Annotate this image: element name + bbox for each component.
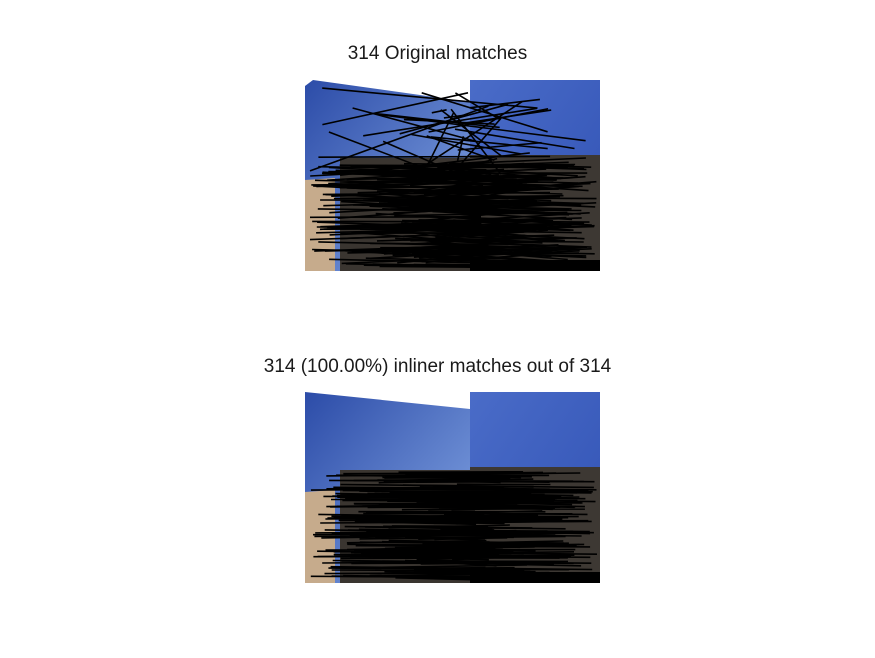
match-line	[365, 511, 588, 516]
match-line	[369, 222, 578, 228]
match-line	[322, 87, 538, 109]
match-line	[454, 128, 575, 150]
inlier-matches-image	[305, 392, 600, 583]
match-line	[336, 474, 522, 479]
match-line	[457, 141, 542, 151]
match-line	[322, 92, 469, 126]
match-line	[320, 217, 582, 228]
match-line	[396, 576, 537, 581]
match-line	[350, 163, 576, 168]
match-line	[435, 196, 597, 200]
match-line	[311, 182, 480, 186]
match-line	[384, 545, 477, 550]
match-line	[333, 551, 575, 556]
match-line	[370, 242, 520, 246]
match-line	[469, 98, 540, 109]
match-line	[353, 533, 556, 538]
match-line	[352, 107, 477, 143]
match-line	[322, 171, 527, 184]
match-line	[342, 199, 582, 207]
match-line	[363, 564, 528, 569]
match-line	[375, 490, 569, 495]
match-line	[416, 568, 510, 573]
match-line	[365, 257, 552, 264]
match-line	[356, 516, 552, 521]
match-line	[392, 252, 587, 264]
match-line	[312, 532, 533, 536]
match-line	[399, 226, 480, 230]
match-line	[364, 526, 493, 530]
match-line	[315, 248, 582, 252]
match-line	[454, 510, 543, 515]
match-lines	[309, 87, 597, 269]
match-line	[341, 200, 493, 211]
match-line	[431, 109, 447, 114]
match-line	[383, 478, 534, 482]
match-line	[411, 133, 521, 155]
match-line	[332, 495, 558, 500]
bottom-panel-title: 314 (100.00%) inliner matches out of 314	[263, 356, 612, 377]
match-line	[430, 136, 548, 150]
match-line	[309, 105, 489, 172]
match-line	[410, 237, 577, 242]
match-line	[402, 484, 534, 488]
match-line	[399, 103, 509, 135]
match-line	[448, 157, 586, 165]
original-matches-panel	[305, 80, 600, 271]
match-line	[438, 504, 575, 509]
match-line	[344, 249, 526, 264]
match-line	[421, 476, 477, 479]
match-line	[420, 562, 519, 565]
match-line	[309, 231, 525, 241]
match-line	[428, 108, 549, 133]
inlier-matches-panel	[305, 392, 600, 583]
match-line	[406, 182, 591, 193]
match-line	[401, 574, 582, 579]
match-line	[410, 197, 584, 205]
match-line	[343, 472, 483, 475]
match-line	[397, 498, 596, 503]
match-line	[318, 155, 551, 158]
match-line	[452, 165, 492, 176]
match-line	[372, 263, 576, 269]
match-line	[333, 486, 550, 490]
match-line	[447, 238, 556, 249]
match-line	[416, 556, 528, 561]
match-line	[329, 258, 558, 266]
match-line	[326, 502, 511, 508]
match-line	[376, 234, 555, 242]
match-line	[457, 542, 550, 547]
match-lines	[310, 471, 598, 581]
match-line	[309, 216, 482, 219]
match-line	[354, 519, 589, 523]
match-line	[409, 248, 587, 259]
match-line	[406, 572, 567, 575]
match-line	[443, 500, 583, 504]
top-panel-title: 314 Original matches	[347, 43, 528, 64]
match-line	[421, 171, 557, 181]
match-line	[353, 204, 570, 210]
match-line	[375, 537, 477, 540]
match-line	[383, 525, 533, 529]
match-line	[418, 185, 580, 199]
match-line	[367, 529, 517, 533]
match-line	[398, 540, 564, 544]
match-line	[425, 263, 562, 268]
match-line	[403, 118, 495, 125]
original-matches-image	[305, 80, 600, 271]
match-line	[374, 112, 500, 129]
